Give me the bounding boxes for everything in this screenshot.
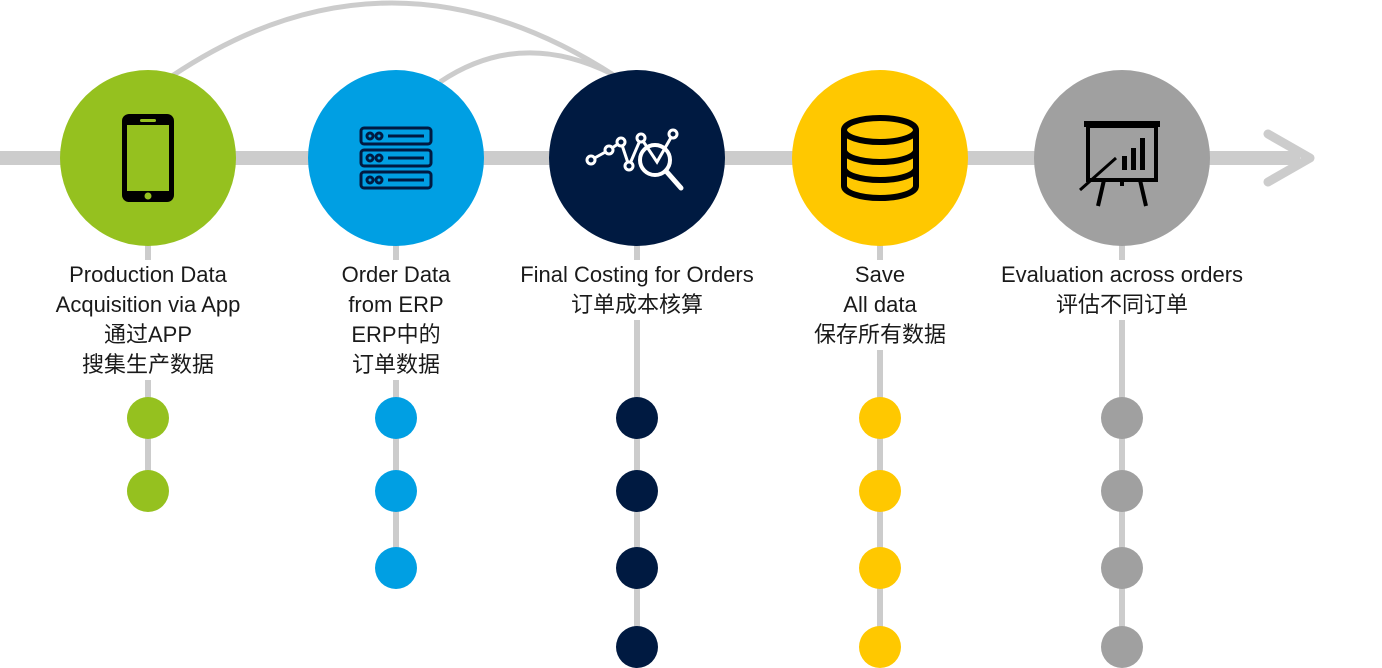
connector-arc-app-to-costing xyxy=(170,0,617,79)
step-label-line: 通过APP xyxy=(103,322,193,347)
step-label-line: from ERP xyxy=(348,292,444,317)
step-label-line: Acquisition via App xyxy=(55,292,241,317)
step-erp-dot xyxy=(375,397,417,439)
step-label-line: Save xyxy=(854,262,906,287)
step-evaluation-label: Evaluation across orders 评估不同订单 xyxy=(998,260,1246,320)
step-costing-label: Final Costing for Orders 订单成本核算 xyxy=(518,260,756,320)
step-label-line: 评估不同订单 xyxy=(1055,292,1188,317)
step-label-line: 订单成本核算 xyxy=(570,292,703,317)
step-label-line: Evaluation across orders xyxy=(1000,262,1244,287)
smartphone-icon xyxy=(122,114,174,202)
step-erp-label: Order Data from ERP ERP中的订单数据 xyxy=(339,260,453,380)
step-evaluation xyxy=(1034,70,1210,668)
step-costing-dot xyxy=(616,397,658,439)
step-label-line: ERP中的 xyxy=(351,322,441,347)
step-costing-dot xyxy=(616,470,658,512)
step-label-line: Production Data xyxy=(69,262,227,287)
step-label-line: 订单数据 xyxy=(351,352,441,377)
step-evaluation-dot xyxy=(1101,397,1143,439)
step-costing-dot xyxy=(616,626,658,668)
step-label-line: Order Data xyxy=(341,262,451,287)
step-evaluation-dot xyxy=(1101,470,1143,512)
server-stack-icon xyxy=(359,126,433,190)
step-evaluation-dot xyxy=(1101,626,1143,668)
step-erp-dot xyxy=(375,547,417,589)
step-costing xyxy=(549,70,725,668)
step-save-dot xyxy=(859,547,901,589)
step-costing-dot xyxy=(616,547,658,589)
connector-arc-erp-to-costing xyxy=(438,50,614,85)
step-save-dot xyxy=(859,626,901,668)
step-label-line: 搜集生产数据 xyxy=(81,352,215,377)
step-label-line: 保存所有数据 xyxy=(813,322,947,347)
step-save-circle xyxy=(792,70,968,246)
step-app-dot xyxy=(127,470,169,512)
step-save xyxy=(792,70,968,668)
step-save-dot xyxy=(859,397,901,439)
step-save-dot xyxy=(859,470,901,512)
step-erp xyxy=(308,70,484,589)
step-app-dot xyxy=(127,397,169,439)
step-label-line: Final Costing for Orders xyxy=(520,262,754,287)
step-erp-dot xyxy=(375,470,417,512)
step-evaluation-dot xyxy=(1101,547,1143,589)
timeline-arrowhead xyxy=(1263,129,1315,187)
step-label-line: All data xyxy=(843,292,917,317)
step-costing-circle xyxy=(549,70,725,246)
